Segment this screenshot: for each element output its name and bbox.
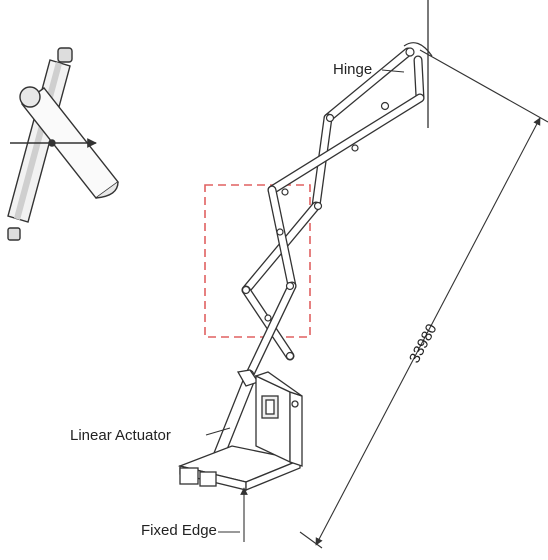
scissor-arm-left: [241, 47, 413, 361]
highlight-box: [204, 184, 311, 338]
fixed-base-mount: [177, 371, 303, 491]
inset-detail-sketch: [7, 47, 119, 241]
scissor-linkage: [241, 47, 425, 384]
label-leaders: [205, 69, 405, 542]
dimension-line: [299, 49, 548, 549]
linear-actuator-label: Linear Actuator: [70, 427, 171, 444]
fixed-edge-label: Fixed Edge: [141, 522, 217, 539]
hinge-label: Hinge: [333, 61, 373, 78]
